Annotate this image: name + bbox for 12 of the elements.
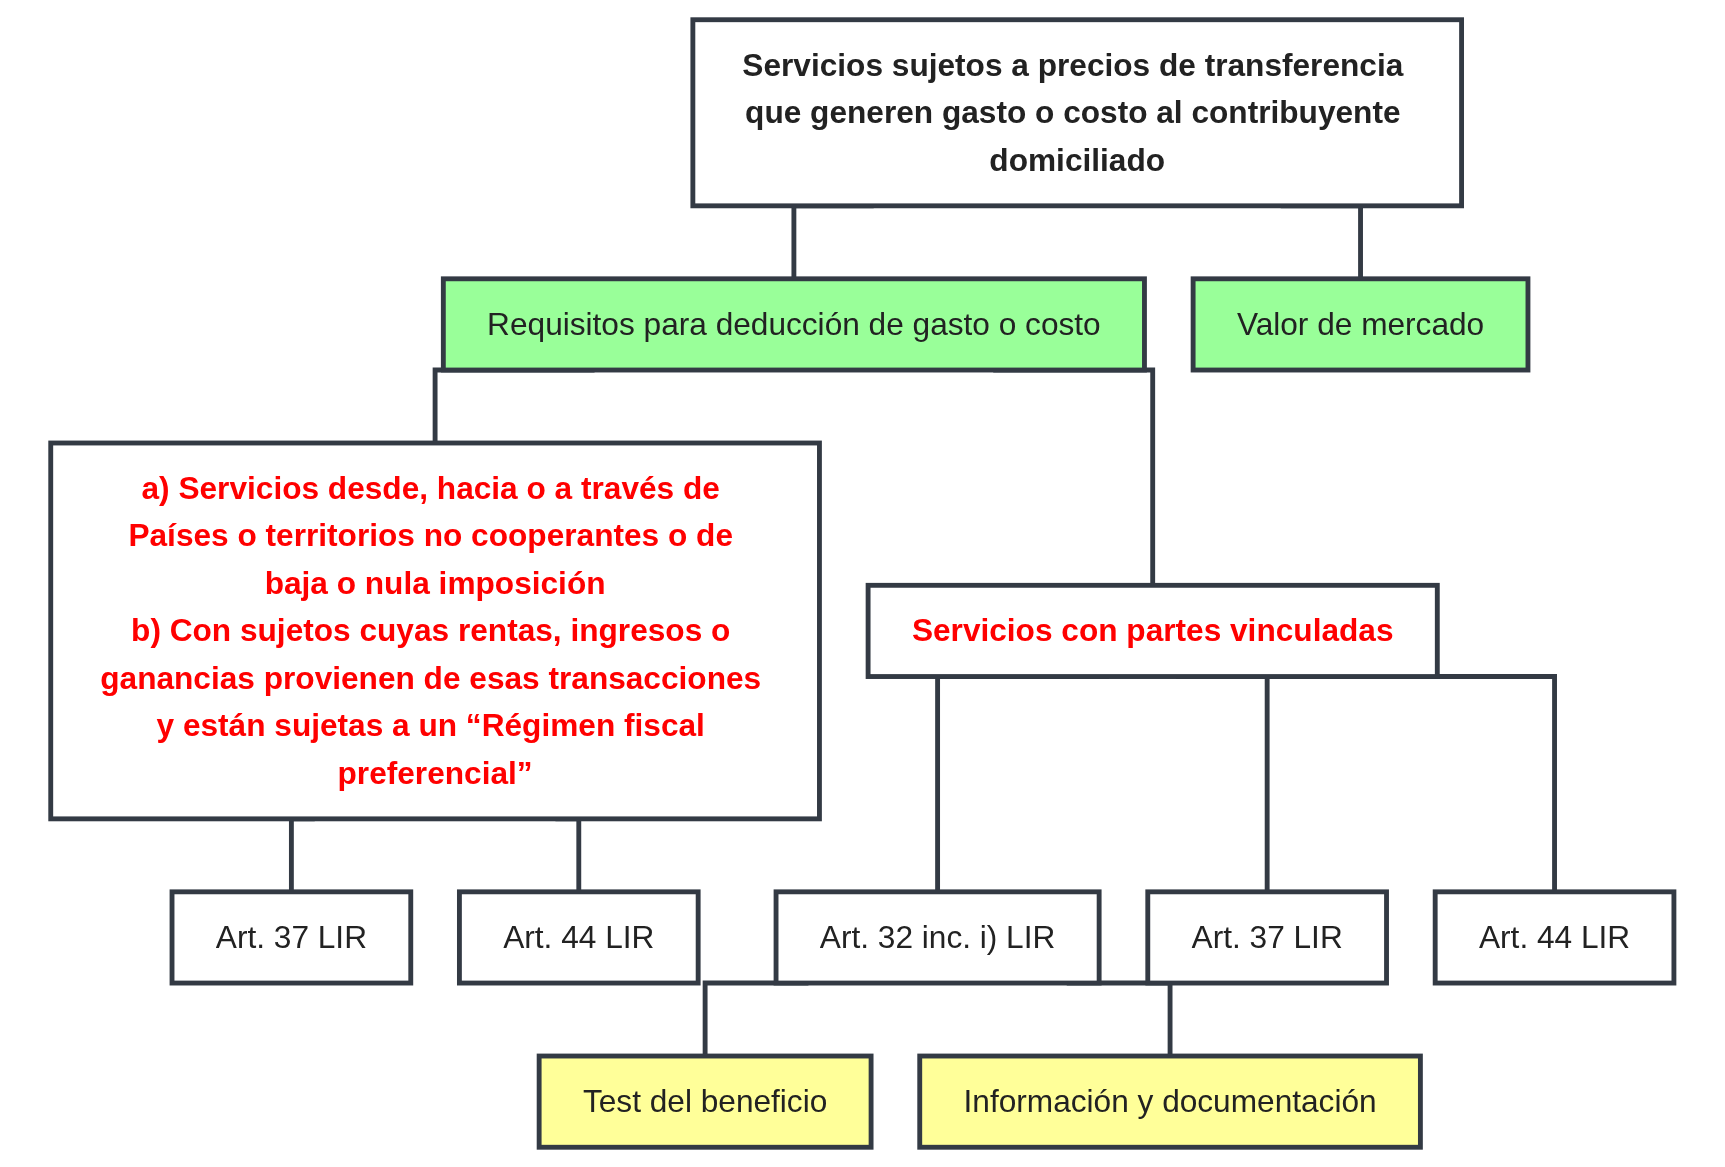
node-box: Servicios con partes vinculadas (865, 582, 1440, 679)
node-box: Información y documentación (917, 1053, 1423, 1150)
node-box: Requisitos para deducción de gasto o costo (441, 276, 1148, 373)
node-box: Art. 37 LIR (1145, 889, 1390, 986)
node-box: Test del beneficio (536, 1053, 874, 1150)
node-box: Art. 44 LIR (1432, 889, 1677, 986)
node-box: Art. 32 inc. i) LIR (773, 889, 1102, 986)
node-box: Servicios sujetos a precios de transferencia que generen gasto o costo al contribuyente domiciliado (690, 17, 1465, 209)
node-box: Valor de mercado (1190, 276, 1531, 373)
node-box: Art. 44 LIR (457, 889, 701, 986)
node-box: Art. 37 LIR (169, 889, 414, 986)
node-box: a) Servicios desde, hacia o a través de Países o territorios no cooperantes o de baja o nula imposición b) Con sujetos cuyas rentas, ingresos o ganancias provienen de esas transacciones y están sujetas a un “Régimen fiscal preferencial” (48, 440, 823, 822)
